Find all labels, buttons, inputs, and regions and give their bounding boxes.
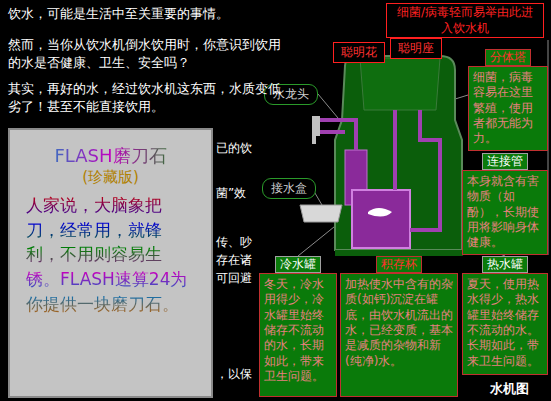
box-text: 人家说，大脑象把刀，经常用，就锋利，不用则容易生锈。FLASH速算24为你提供一… <box>26 193 195 316</box>
box-text: (珍藏版) <box>26 168 195 187</box>
part-label: 聪明花 <box>333 42 385 63</box>
flash-ad-panel: FLASH磨刀石(珍藏版) 人家说，大脑象把刀，经常用，就锋利，不用则容易生锈。F… <box>8 128 213 398</box>
box-text: 接水盒 <box>267 180 311 197</box>
part-label: 聪明座 <box>390 38 442 59</box>
box-text: 冬天，冷水用得少，冷水罐里始终储存不流动的水，长期如此，带来卫生问题。 <box>264 277 332 385</box>
warning-note: 细菌/病毒轻而易举由此进入饮水机 <box>386 3 544 38</box>
info-box: 分体塔细菌，病毒容易在这里繁殖，使用者都无能为力。 <box>468 66 548 151</box>
box-text: 本身就含有害物质（如酚），长期使用将影响身体健康。 <box>467 174 543 251</box>
info-box: 冷水罐冬天，冷水用得少，冷水罐里始终储存不流动的水，长期如此，带来卫生问题。 <box>259 273 337 397</box>
box-title: 分体塔 <box>485 49 531 66</box>
text-label: 可回避 <box>216 270 256 286</box>
box-title: 积存杯 <box>376 256 422 273</box>
box-text: 细菌/病毒轻而易举由此进入饮水机 <box>391 5 539 36</box>
info-box: 热水罐夏天，使用热水得少，热水罐里始终储存不流动的水。长期如此，带来卫生问题。 <box>462 273 548 375</box>
box-text: 加热使水中含有的杂质(如钙)沉淀在罐底，由饮水机流出的水，已经变质，基本是减质的… <box>345 277 453 369</box>
info-box: 连接管本身就含有害物质（如酚），长期使用将影响身体健康。 <box>462 170 548 255</box>
text-label: 饮水，可能是生活中至关重要的事情。 <box>8 5 283 23</box>
box-title: 热水罐 <box>482 256 528 273</box>
text-label: 存在诸 <box>216 252 256 268</box>
info-box: 积存杯加热使水中含有的杂质(如钙)沉淀在罐底，由饮水机流出的水，已经变质，基本是… <box>340 273 458 397</box>
box-title: FLASH磨刀石 <box>26 144 195 168</box>
text-label: 然而，当你从饮水机倒水饮用时，你意识到饮用的水是否健康、卫生、安全吗？ <box>8 36 283 71</box>
box-text: 细菌，病毒容易在这里繁殖，使用者都无能为力。 <box>473 70 543 147</box>
text-label: 水机图 <box>490 380 545 398</box>
text-label: 传、吵 <box>216 234 256 250</box>
box-text: 聪明座 <box>394 40 438 57</box>
box-text: 夏天，使用热水得少，热水罐里始终储存不流动的水。长期如此，带来卫生问题。 <box>467 277 543 369</box>
box-title: 冷水罐 <box>275 256 321 273</box>
text-label: 已的饮 <box>216 140 256 156</box>
text-label: ，以保 <box>216 366 256 382</box>
box-title: 连接管 <box>482 153 528 170</box>
text-label: 其实，再好的水，经过饮水机这东西，水质变低劣了！甚至不能直接饮用。 <box>8 80 283 115</box>
box-text: 聪明花 <box>337 44 381 61</box>
text-label: 菌”效 <box>216 185 256 201</box>
part-label: 接水盒 <box>262 178 316 199</box>
